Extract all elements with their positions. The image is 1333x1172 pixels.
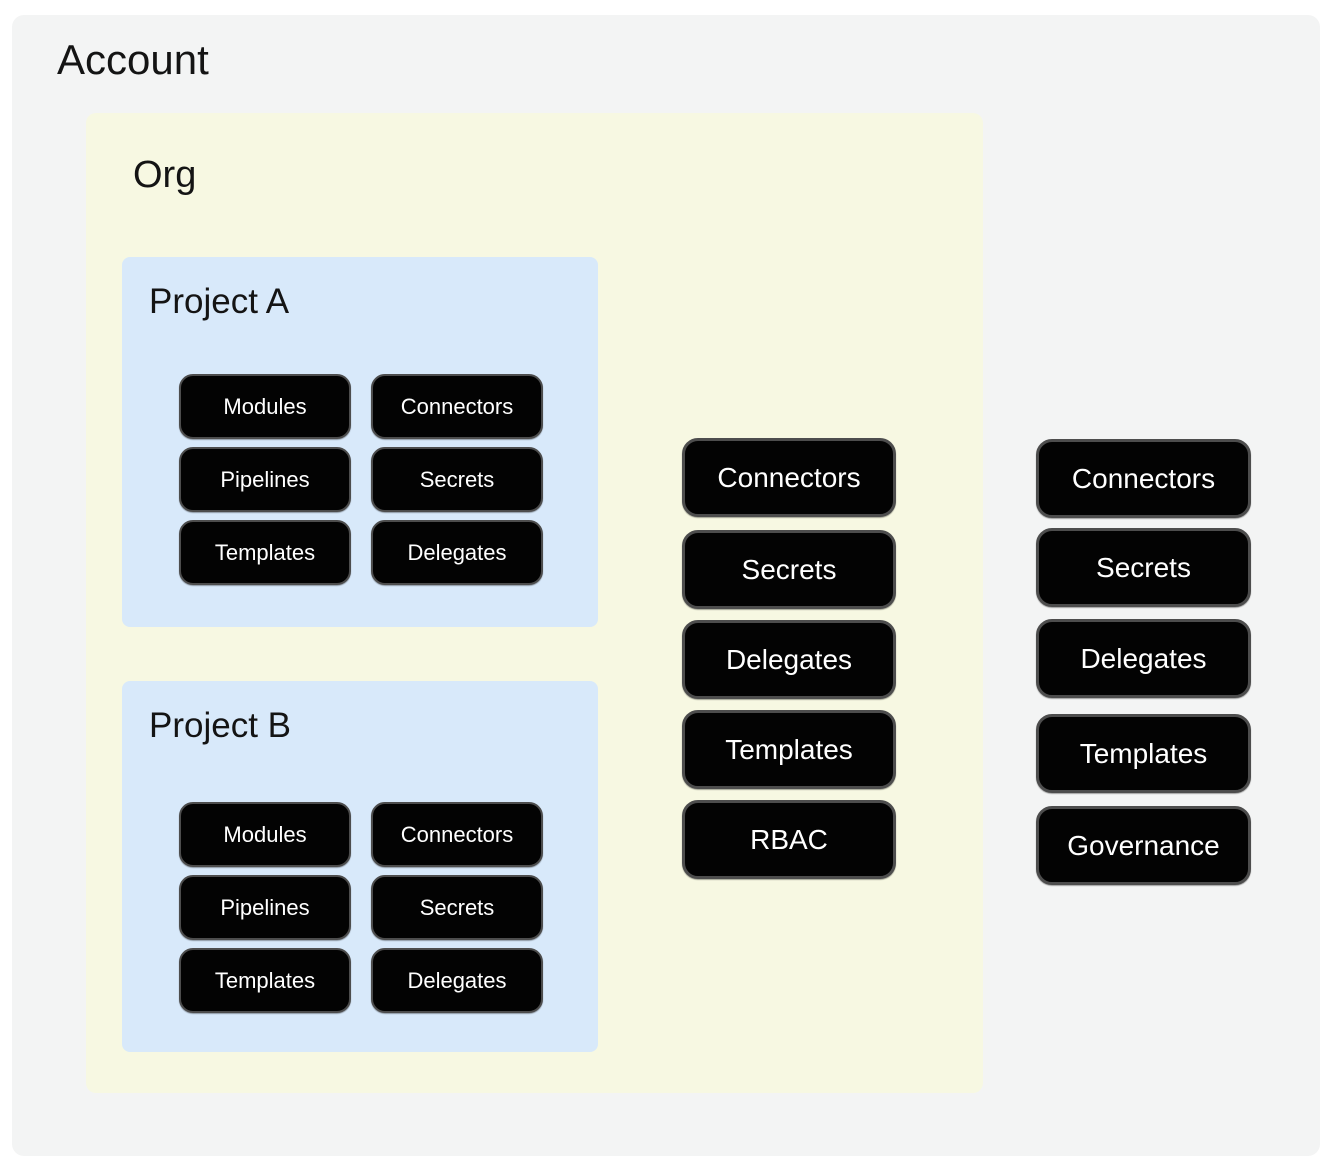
account-pill-secrets: Secrets bbox=[1036, 528, 1251, 607]
project-b-pill-modules: Modules bbox=[179, 802, 351, 867]
org-pill-delegates: Delegates bbox=[682, 620, 896, 699]
project-a-title: Project A bbox=[149, 282, 290, 321]
project-a-pill-modules: Modules bbox=[179, 374, 351, 439]
org-pill-templates: Templates bbox=[682, 710, 896, 789]
org-pill-rbac: RBAC bbox=[682, 800, 896, 879]
org-container: Org Project A Modules Connectors Pipelin… bbox=[86, 113, 983, 1093]
project-a-container: Project A Modules Connectors Pipelines S… bbox=[122, 257, 598, 627]
account-container: Account Org Project A Modules Connectors… bbox=[12, 15, 1320, 1156]
org-title: Org bbox=[133, 154, 197, 196]
org-pill-connectors: Connectors bbox=[682, 438, 896, 517]
project-a-pill-delegates: Delegates bbox=[371, 520, 543, 585]
project-a-pill-pipelines: Pipelines bbox=[179, 447, 351, 512]
project-b-container: Project B Modules Connectors Pipelines S… bbox=[122, 681, 598, 1052]
project-b-pill-pipelines: Pipelines bbox=[179, 875, 351, 940]
project-a-pill-secrets: Secrets bbox=[371, 447, 543, 512]
project-b-pill-templates: Templates bbox=[179, 948, 351, 1013]
project-a-pill-connectors: Connectors bbox=[371, 374, 543, 439]
account-title: Account bbox=[57, 36, 209, 83]
account-pill-governance: Governance bbox=[1036, 806, 1251, 885]
account-pill-delegates: Delegates bbox=[1036, 619, 1251, 698]
account-pill-templates: Templates bbox=[1036, 714, 1251, 793]
project-b-pill-connectors: Connectors bbox=[371, 802, 543, 867]
org-pill-secrets: Secrets bbox=[682, 530, 896, 609]
account-pill-connectors: Connectors bbox=[1036, 439, 1251, 518]
project-b-title: Project B bbox=[149, 706, 291, 745]
project-b-pill-delegates: Delegates bbox=[371, 948, 543, 1013]
project-a-pill-templates: Templates bbox=[179, 520, 351, 585]
project-b-pill-secrets: Secrets bbox=[371, 875, 543, 940]
